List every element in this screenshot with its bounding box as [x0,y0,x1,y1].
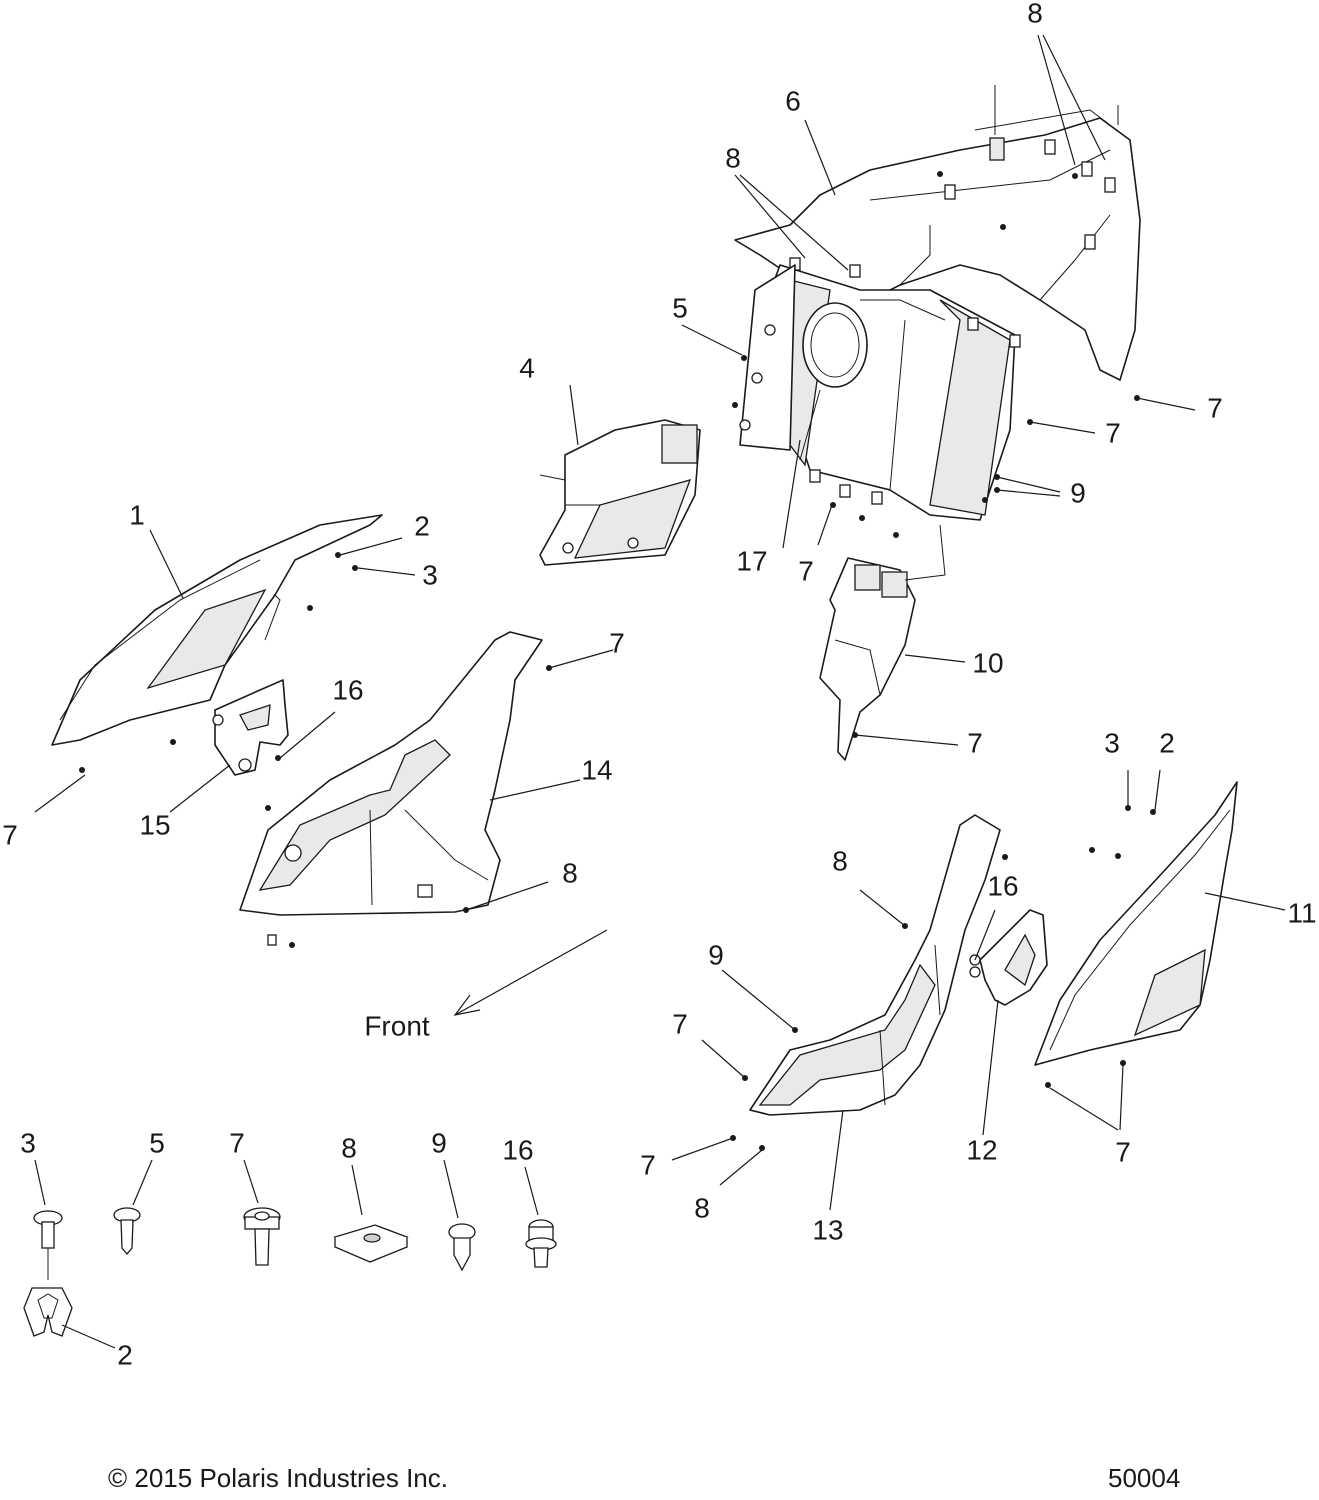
part-13-right-inner-panel [749,814,1001,1116]
hardware-legend: 3 2 5 7 8 [20,1127,557,1370]
legend-8-label: 8 [341,1132,357,1163]
front-label: Front [364,1010,430,1041]
callout-12: 12 [966,1134,997,1165]
callout-5: 5 [672,292,688,323]
callout-7: 7 [798,555,814,586]
callout-13: 13 [812,1214,843,1245]
u-nut-8-icon [333,1224,409,1263]
callout-7: 7 [640,1149,656,1180]
front-direction-arrow [453,929,608,1016]
part-10-lower-bracket [819,524,946,761]
callout-17: 17 [736,545,767,576]
callout-8: 8 [832,845,848,876]
callout-8: 8 [725,142,741,173]
copyright-text: © 2015 Polaris Industries Inc. [108,1463,448,1493]
screw-3-icon [33,1210,63,1280]
callout-7: 7 [1115,1136,1131,1167]
callout-7: 7 [672,1008,688,1039]
callout-4: 4 [519,352,535,383]
callout-9: 9 [708,939,724,970]
screw-5-icon [113,1207,141,1256]
push-rivet-9-icon [448,1223,476,1272]
callout-8: 8 [694,1192,710,1223]
legend-3-label: 3 [20,1127,36,1158]
legend-2-label: 2 [117,1339,133,1370]
callout-16: 16 [987,870,1018,901]
callout-7: 7 [967,727,983,758]
part-1-left-side-panel [51,514,383,746]
part-12-right-bracket [969,909,1048,1006]
push-clip-2-icon [23,1287,73,1337]
callout-1: 1 [129,499,145,530]
callout-2: 2 [1159,727,1175,758]
part-6-upper-panel [734,85,1141,381]
part-17-center-console [759,257,1021,521]
callout-2: 2 [414,510,430,541]
leader-lines [34,34,1286,1211]
callout-16: 16 [332,674,363,705]
legend-9-label: 9 [431,1127,447,1158]
legend-5-label: 5 [149,1127,165,1158]
part-15-left-bracket [212,679,289,776]
callout-7: 7 [1207,392,1223,423]
callout-7: 7 [2,819,18,850]
part-14-left-inner-panel [239,631,543,946]
callout-6: 6 [785,85,801,116]
callout-8: 8 [562,857,578,888]
callout-numbers: 1 2 3 4 5 6 8 8 7 7 9 17 7 10 7 7 16 14 … [2,0,1316,1245]
diagram-number: 50004 [1108,1463,1180,1493]
part-4-left-duct [539,419,701,566]
flange-bolt-16-icon [525,1219,557,1268]
legend-16-label: 16 [502,1134,533,1165]
callout-3: 3 [1104,727,1120,758]
callout-11: 11 [1287,897,1316,928]
legend-7-label: 7 [229,1127,245,1158]
part-11-right-side-panel [1034,781,1238,1066]
callout-14: 14 [581,754,612,785]
part-5-side-mount [739,264,796,451]
callout-10: 10 [972,647,1003,678]
bolt-7-icon [243,1207,281,1266]
callout-15: 15 [139,809,170,840]
callout-9: 9 [1070,477,1086,508]
callout-3: 3 [422,559,438,590]
callout-7: 7 [609,627,625,658]
callout-7: 7 [1105,417,1121,448]
callout-8: 8 [1027,0,1043,28]
